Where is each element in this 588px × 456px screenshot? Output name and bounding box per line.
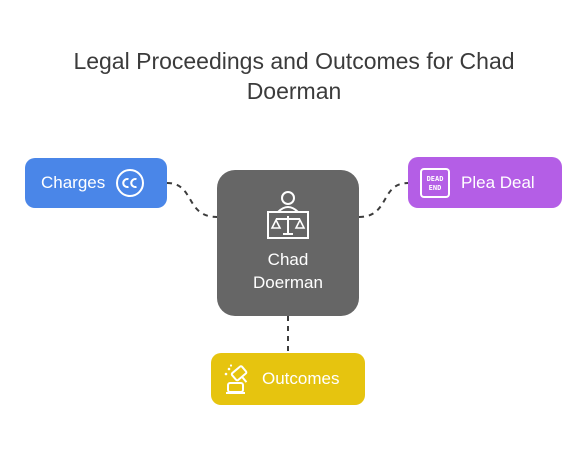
- plea-deal-label: Plea Deal: [461, 172, 535, 192]
- connector-charges-center: [166, 182, 218, 218]
- connector-center-plea: [358, 182, 409, 218]
- diagram-title-line-2: Doerman: [246, 78, 342, 104]
- diagram-title: Legal Proceedings and Outcomes for Chad …: [0, 46, 588, 106]
- judge-scales-icon: [265, 190, 311, 242]
- outcomes-node[interactable]: Outcomes: [211, 353, 365, 405]
- center-label: Chad Doerman: [253, 248, 323, 294]
- outcomes-label: Outcomes: [262, 369, 340, 388]
- dead-end-sign-text-1: DEAD: [427, 175, 444, 183]
- plea-deal-node[interactable]: DEAD END Plea Deal: [408, 157, 562, 208]
- charges-node[interactable]: Charges: [25, 158, 167, 208]
- dead-end-sign-text-2: END: [429, 184, 442, 192]
- diagram-title-line-1: Legal Proceedings and Outcomes for Chad: [73, 48, 515, 74]
- charges-label: Charges: [41, 173, 106, 192]
- center-label-line-1: Chad: [267, 250, 309, 269]
- dead-end-sign-icon: DEAD END: [419, 167, 451, 199]
- center-node-chad-doerman[interactable]: Chad Doerman: [217, 170, 359, 316]
- gavel-icon: [222, 363, 254, 395]
- cc-circle-icon: [115, 168, 145, 198]
- center-label-line-2: Doerman: [253, 273, 323, 292]
